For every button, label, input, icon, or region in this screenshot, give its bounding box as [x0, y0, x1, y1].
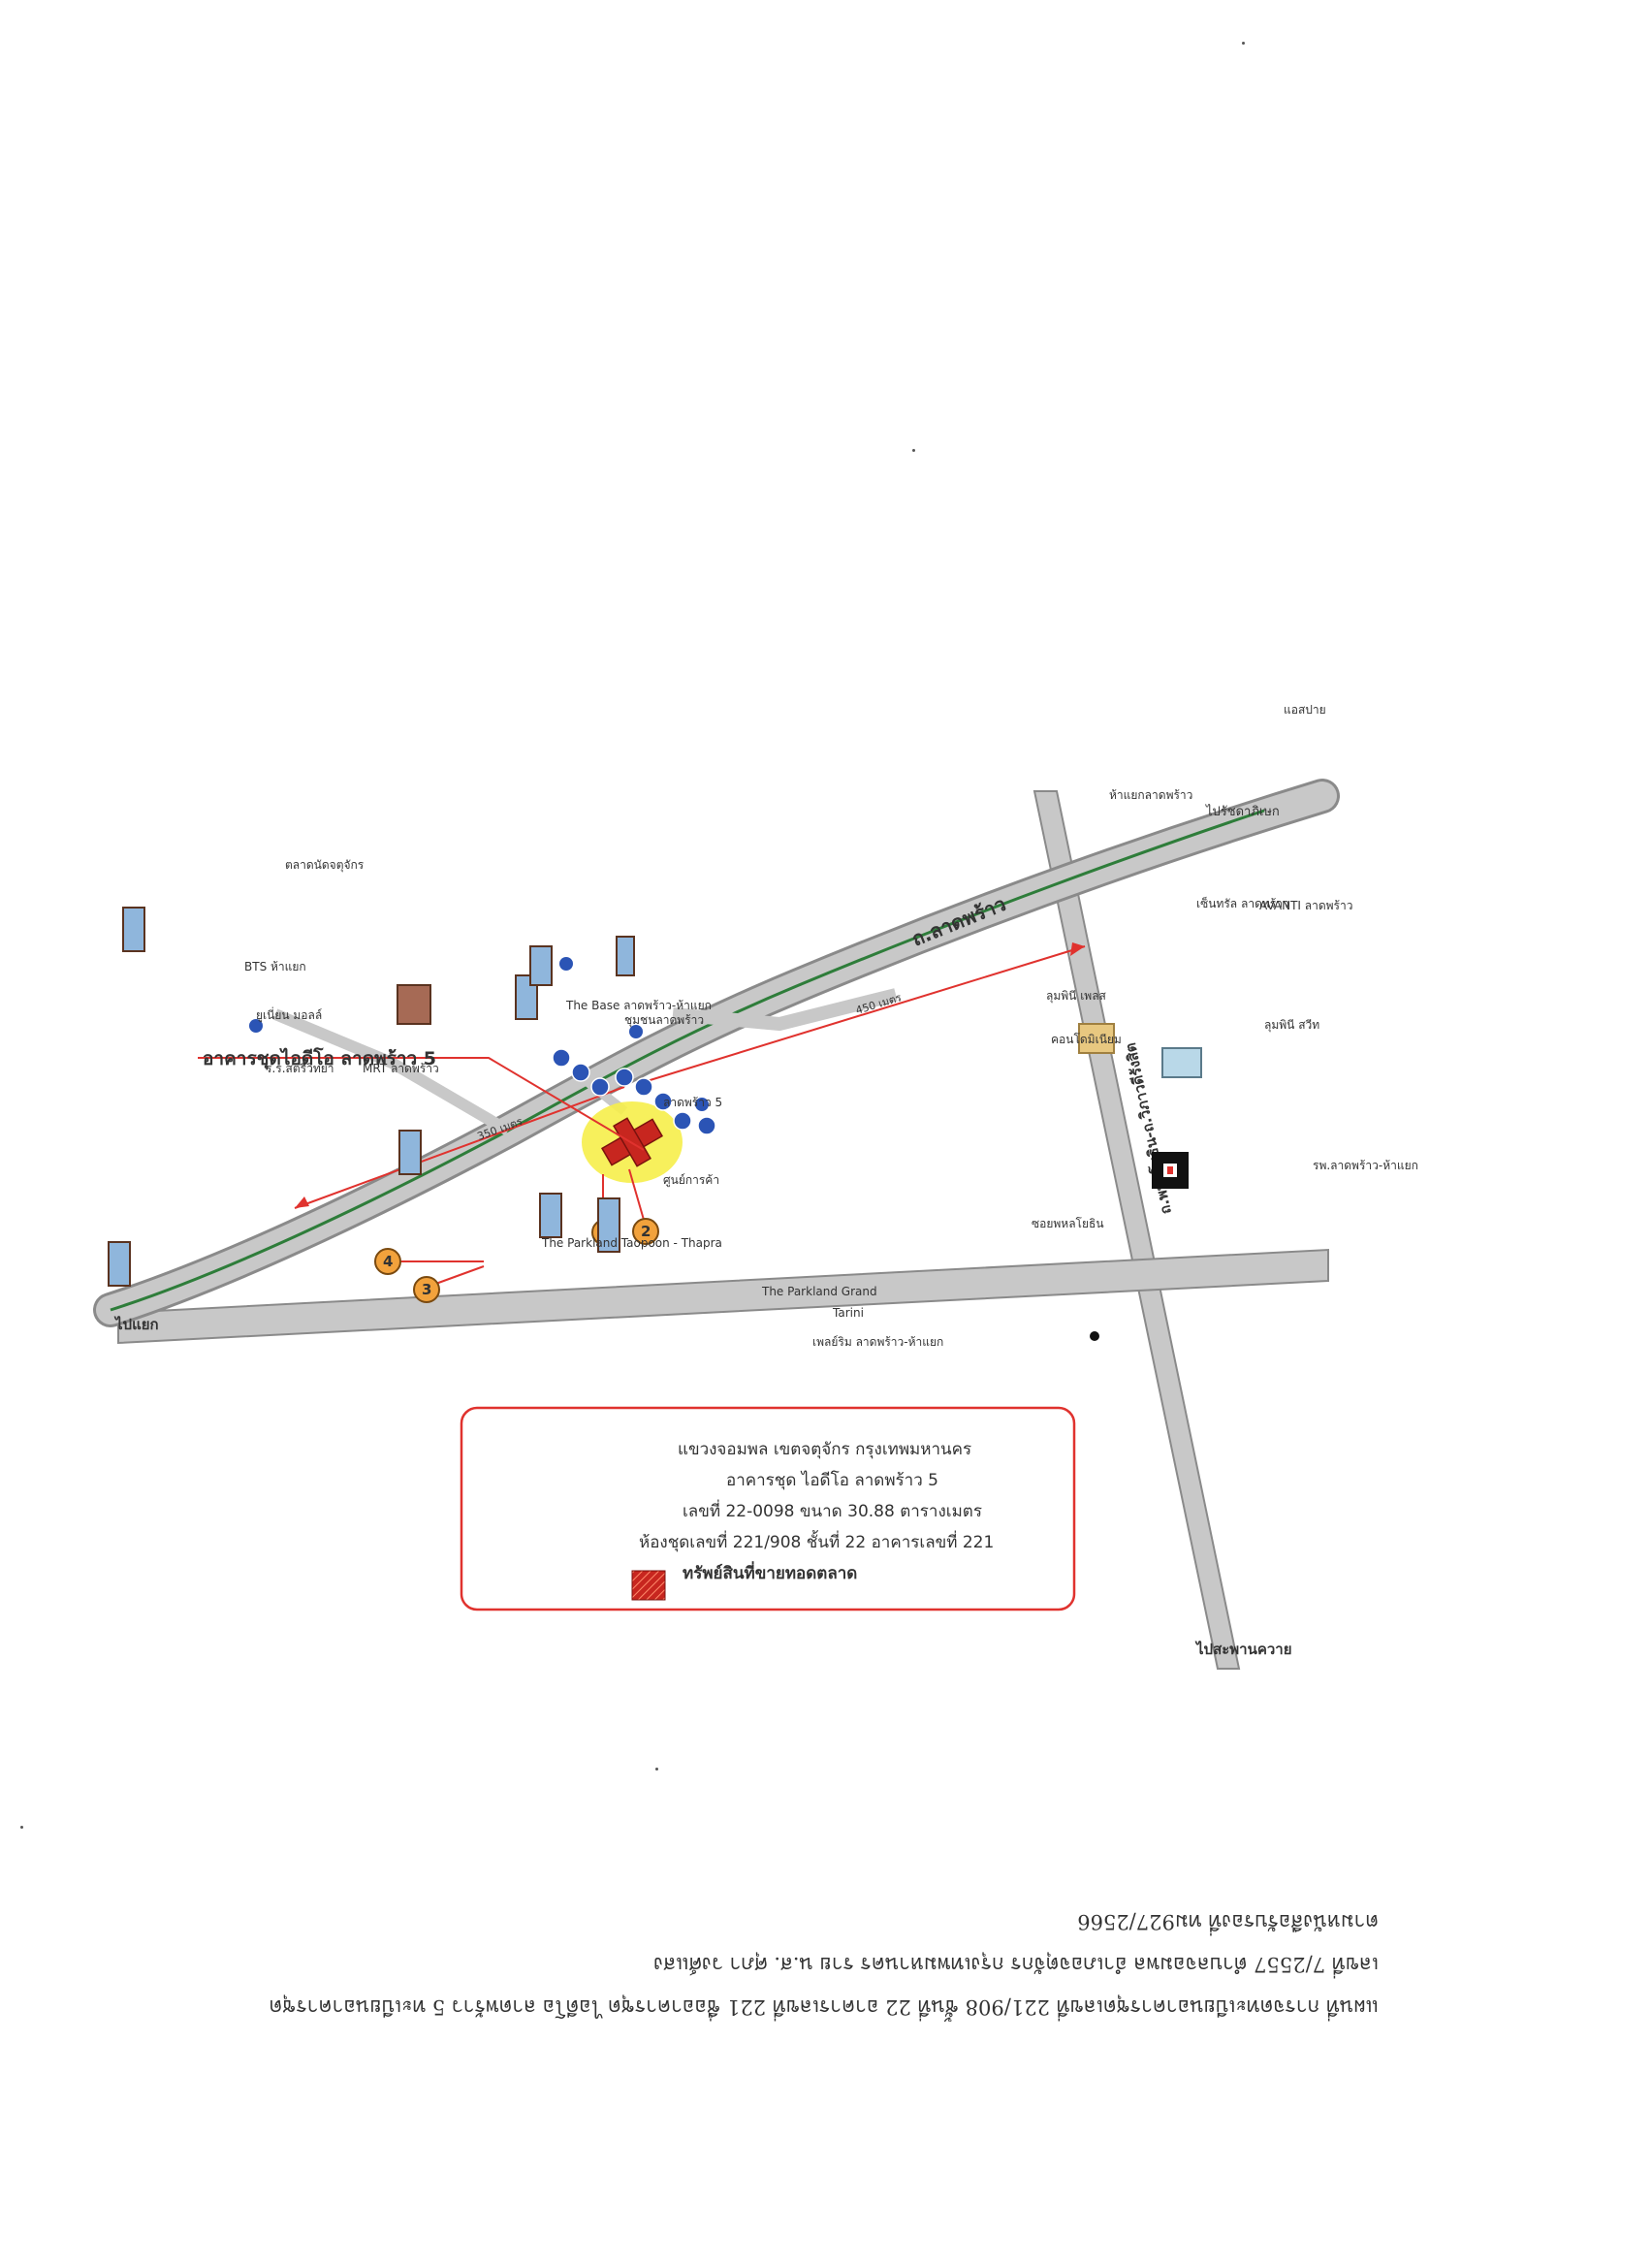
junction-dot: [1090, 1331, 1099, 1341]
dir-top-label: ไปรัชดาภิเษก: [1205, 804, 1280, 819]
legend-line-3: เลขที่ 22-0098 ขนาด 30.88 ตารางเมตร: [683, 1499, 982, 1521]
label-soi-pho: ซอยพหลโยธิน: [1032, 1217, 1104, 1230]
scan-speck: [1242, 42, 1245, 45]
hospital-icon: [1152, 1152, 1189, 1189]
label-condo-a: คอนโดมิเนียม: [1051, 1033, 1122, 1046]
blue-pin-icons: [249, 957, 709, 1111]
label-mrt: MRT ลาดพร้าว: [363, 1062, 439, 1075]
label-parkland-bk: The Parkland Taopoon - Thapra: [541, 1236, 722, 1250]
label-top-right: ห้าแยกลาดพร้าว: [1109, 788, 1192, 802]
svg-text:2: 2: [641, 1223, 651, 1240]
side-road-1: [672, 988, 898, 1032]
label-hospital: รพ.ลาดพร้าว-ห้าแยก: [1313, 1159, 1418, 1172]
dir-bottom-label: ไปสะพานควาย: [1194, 1640, 1292, 1658]
scan-speck: [912, 449, 915, 452]
label-condo-c: ลุมพินี สวีท: [1264, 1018, 1319, 1033]
side-road-2: [272, 1008, 512, 1136]
legend-text: ทรัพย์สินที่ขายทอดตลาด ห้องชุดเลขที่ 221…: [639, 1440, 994, 1583]
target-callout-line: [198, 1057, 645, 1151]
label-khor-khai: ร.ร.สตรีวิทยา: [266, 1062, 334, 1075]
label-sri-prok: ศูนย์การค้า: [663, 1173, 719, 1188]
label-lat-5: ลาดพร้าว 5: [663, 1096, 722, 1109]
label-tarini: Tarini: [832, 1306, 864, 1320]
legend-line-1: ทรัพย์สินที่ขายทอดตลาด: [683, 1561, 857, 1583]
legend-box: [460, 1406, 1076, 1611]
label-bottom-condo: แอสปาย: [1284, 703, 1326, 717]
label-lat-park: ตลาดนัดจตุจักร: [285, 858, 365, 873]
distance-arrow-2: [294, 1086, 625, 1209]
marker-3: 3: [413, 1265, 485, 1303]
label-union: ยูเนี่ยน มอลล์: [256, 1006, 322, 1023]
label-lex: เซ็นทรัล ลาดพร้าว: [1196, 896, 1289, 910]
scan-speck: [20, 1826, 23, 1829]
label-lat-condo: เพลย์ริม ลาดพร้าว-ห้าแยก: [812, 1335, 943, 1349]
svg-text:3: 3: [422, 1281, 431, 1298]
label-avanti: AVANTI ลาดพร้าว: [1259, 899, 1352, 912]
bubble-cluster: [552, 1048, 716, 1135]
label-condo-b: ลุมพินี เพลส: [1046, 989, 1107, 1004]
cross-road: [1032, 790, 1241, 1670]
arrow-head-2: [295, 1196, 309, 1208]
place-labels: The Parkland Taopoon - Thapra The Parkla…: [244, 703, 1418, 1349]
building-icons: [108, 907, 635, 1287]
label-right-side: ชุมชนลาดพร้าว: [624, 1013, 704, 1028]
distance-arrow-1: [643, 945, 1086, 1083]
dir-left-label: ไปแยก: [113, 1315, 159, 1333]
marker-4: 4: [374, 1248, 484, 1275]
mall-icon: [397, 984, 1202, 1078]
scan-speck: [655, 1768, 658, 1771]
marker-2: 2: [628, 1168, 659, 1245]
target-label: อาคารชุดไอดีโอ ลาดพร้าว 5: [203, 1047, 436, 1070]
legend-swatch: [631, 1570, 666, 1601]
arrow-head-1: [1070, 942, 1085, 956]
label-the-base: The Base ลาดพร้าว-ห้าแยก: [565, 999, 712, 1012]
legend-line-2: ห้องชุดเลขที่ 221/908 ชั้นที่ 22 อาคารเล…: [639, 1530, 994, 1552]
svg-text:4: 4: [383, 1253, 393, 1270]
legend-line-4: อาคารชุด ไอดีโอ ลาดพร้าว 5: [726, 1470, 938, 1490]
label-bts: BTS ห้าแยก: [244, 960, 306, 973]
legend-line-5: แขวงจอมพล เขตจตุจักร กรุงเทพมหานคร: [678, 1440, 971, 1459]
rail-line: [110, 809, 1265, 1312]
label-parkland-grand: The Parkland Grand: [761, 1285, 877, 1298]
